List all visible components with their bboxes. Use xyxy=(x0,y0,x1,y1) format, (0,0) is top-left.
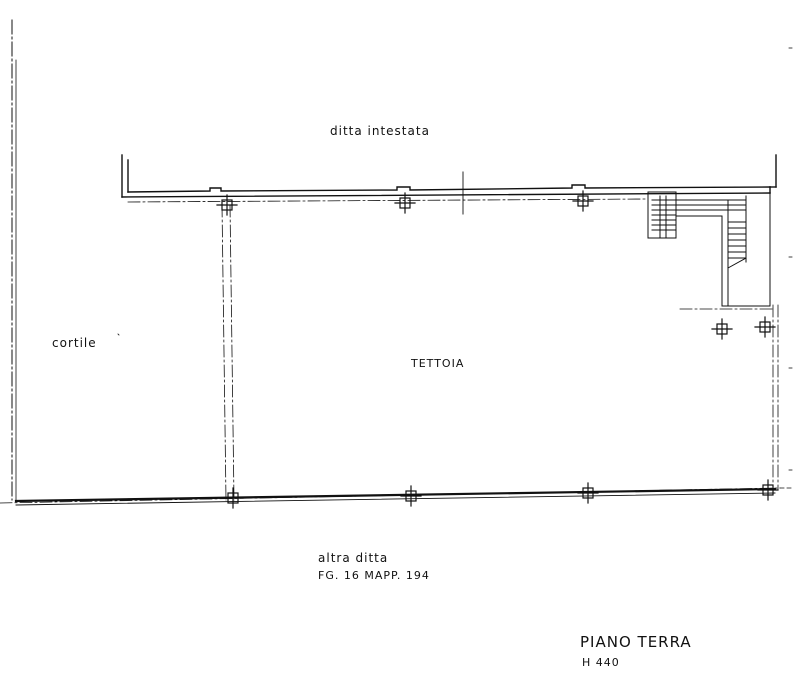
floor-title: PIANO TERRA xyxy=(580,633,692,651)
pillar xyxy=(222,487,244,509)
pillar xyxy=(577,482,599,504)
cadastral-reference: FG. 16 MAPP. 194 xyxy=(318,569,430,582)
pillar xyxy=(400,485,422,507)
pillars xyxy=(216,190,779,509)
pillar xyxy=(394,192,416,214)
south-wall xyxy=(0,487,794,506)
north-neighbor-label: ditta intestata xyxy=(330,124,430,138)
south-neighbor-label: altra ditta xyxy=(318,551,389,565)
pillar xyxy=(757,479,779,501)
pillar xyxy=(754,316,776,338)
edge-ticks xyxy=(117,47,793,471)
staircase xyxy=(647,191,771,307)
structural-axes xyxy=(127,198,779,501)
north-wall xyxy=(121,154,777,215)
pillar xyxy=(572,190,594,212)
pillar xyxy=(711,318,733,340)
canopy-label: TETTOIA xyxy=(411,357,465,370)
floor-height: H 440 xyxy=(582,656,620,669)
courtyard-label: cortile xyxy=(52,336,97,350)
left-boundary-line xyxy=(11,19,17,501)
pillar xyxy=(216,194,238,216)
